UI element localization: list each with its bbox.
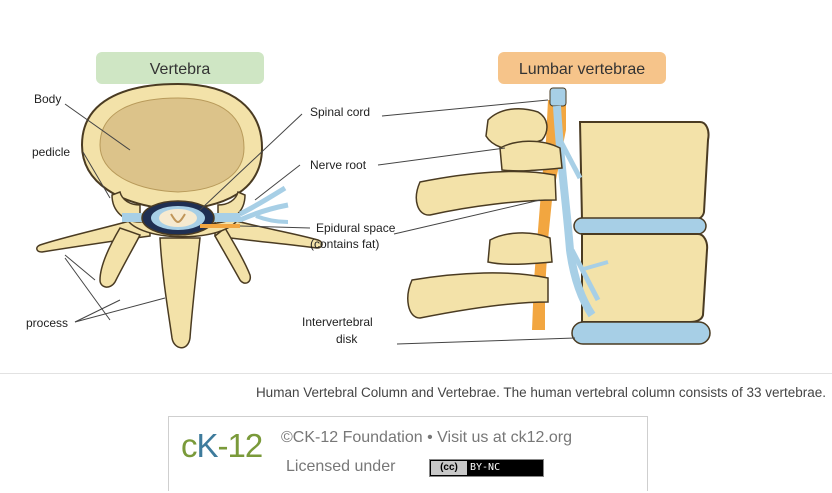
logo-k: K <box>197 427 218 464</box>
vertebra-diagram: Vertebra Lumbar vertebrae <box>0 0 832 370</box>
label-nerve-root: Nerve root <box>310 158 367 172</box>
caption-divider <box>0 373 832 374</box>
lumbar-side-view <box>408 88 710 344</box>
cc-license-badge[interactable]: (cc) BY-NC <box>429 459 544 477</box>
label-pedicle: pedicle <box>32 145 70 159</box>
label-spinal-cord: Spinal cord <box>310 105 370 119</box>
ck12-credit-box: cK-12 ©CK-12 Foundation • Visit us at ck… <box>168 416 648 491</box>
cc-icon: (cc) <box>431 461 467 475</box>
credit-foundation-text[interactable]: ©CK-12 Foundation • Visit us at ck12.org <box>281 429 572 447</box>
logo-12: -12 <box>218 427 263 464</box>
vertebra-top-view <box>37 84 322 348</box>
diagram-svg: Vertebra Lumbar vertebrae <box>0 0 832 370</box>
vertebra-title: Vertebra <box>150 61 211 78</box>
logo-c: c <box>181 427 197 464</box>
cc-by-nc-label: BY-NC <box>470 460 500 476</box>
label-process: process <box>26 316 68 330</box>
lumbar-title: Lumbar vertebrae <box>519 61 645 78</box>
label-contains-fat: (contains fat) <box>310 237 379 251</box>
label-epidural-space: Epidural space <box>316 221 396 235</box>
license-text: Licensed under <box>286 458 395 476</box>
label-body: Body <box>34 92 61 106</box>
label-disk: disk <box>336 332 358 346</box>
figure-caption: Human Vertebral Column and Vertebrae. Th… <box>0 385 826 400</box>
ck12-logo[interactable]: cK-12 <box>181 427 262 465</box>
label-intervertebral: Intervertebral <box>302 315 373 329</box>
